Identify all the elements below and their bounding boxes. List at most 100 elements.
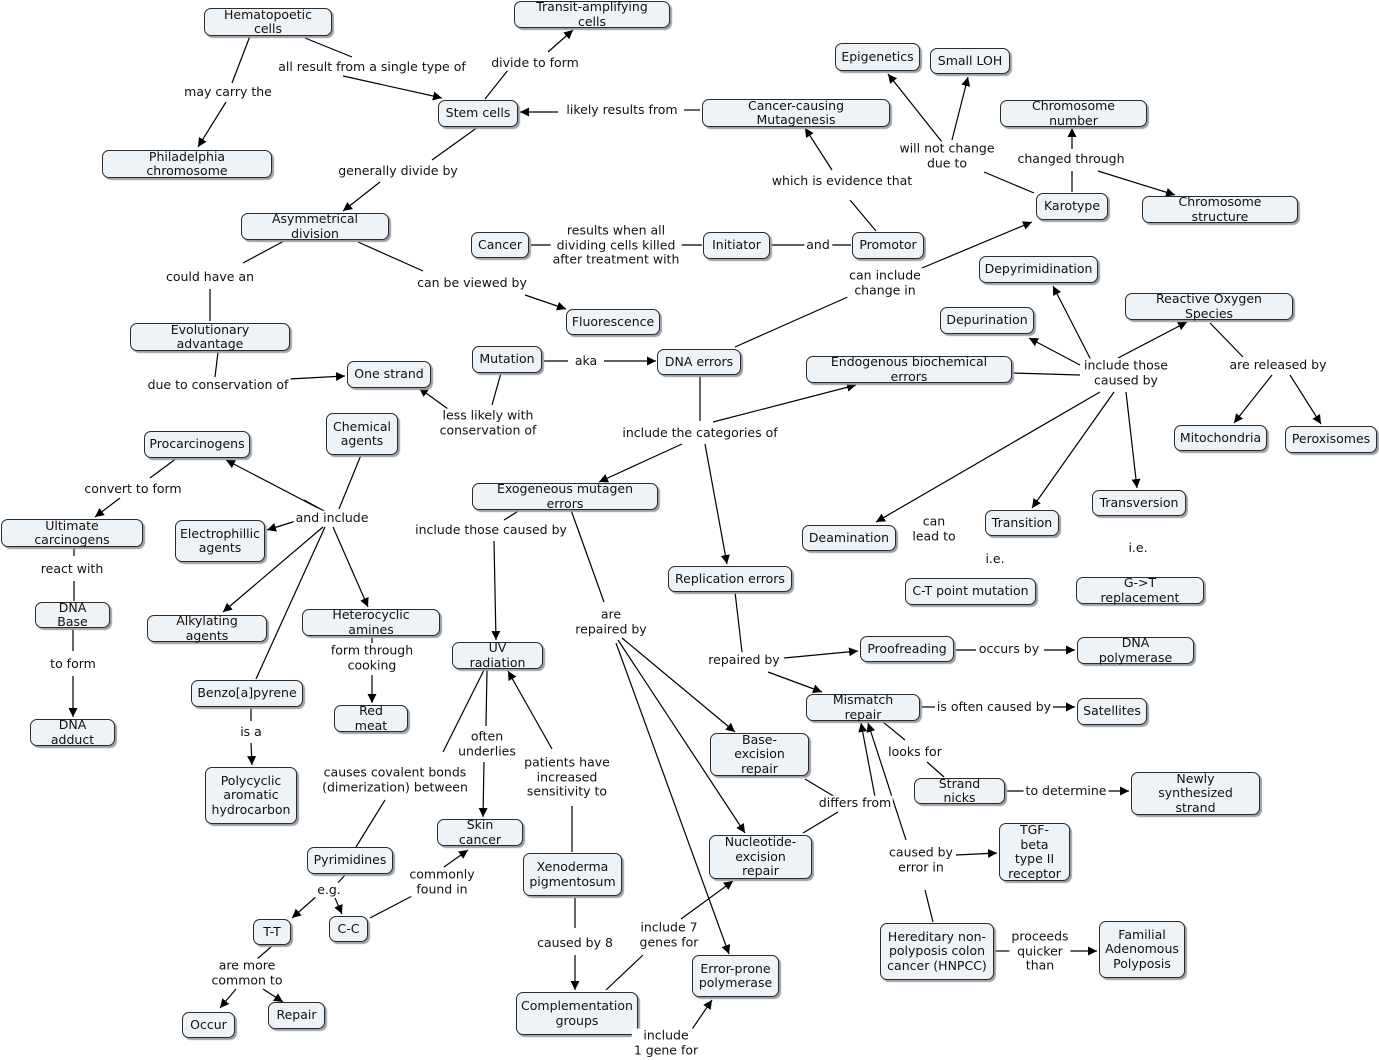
node-small-loh[interactable]: Small LOH	[930, 48, 1010, 74]
node-mitochondria[interactable]: Mitochondria	[1174, 425, 1267, 451]
node-stem-cells[interactable]: Stem cells	[438, 100, 518, 127]
link-include-1-gene: include 1 gene for	[631, 1027, 701, 1058]
node-strand-nicks[interactable]: Strand nicks	[914, 776, 1005, 805]
node-benzo-a-pyrene[interactable]: Benzo[a]pyrene	[191, 680, 303, 707]
node-tt[interactable]: T-T	[253, 919, 291, 945]
node-hematopoetic-cells[interactable]: Hematopoetic cells	[204, 7, 332, 36]
link-proceeds-quicker: proceeds quicker than	[1009, 928, 1071, 973]
node-complementation-groups[interactable]: Complementation groups	[516, 992, 638, 1035]
link-commonly-found-in: commonly found in	[407, 866, 477, 897]
node-depyrimidination[interactable]: Depyrimidination	[979, 256, 1098, 283]
connector-line	[1031, 391, 1115, 509]
connector-line	[1289, 374, 1322, 425]
connector-line	[605, 954, 644, 991]
connector-line	[357, 241, 424, 272]
node-repair[interactable]: Repair	[268, 1002, 325, 1029]
node-xeroderma-pigmentosum[interactable]: Xenoderma pigmentosum	[523, 853, 622, 896]
node-uv-radiation[interactable]: UV radiation	[452, 640, 543, 669]
node-fluorescence[interactable]: Fluorescence	[566, 309, 660, 335]
connector-line	[767, 671, 823, 694]
node-tgf-beta-receptor[interactable]: TGF-beta type II receptor	[999, 822, 1070, 881]
node-base-excision-repair[interactable]: Base-excision repair	[710, 732, 809, 776]
connector-line	[262, 988, 284, 1003]
node-ct-point-mutation[interactable]: C-T point mutation	[905, 578, 1036, 605]
link-could-have-an: could have an	[163, 268, 257, 285]
connector-line	[507, 670, 553, 750]
node-exogeneous-mutagen-errors[interactable]: Exogeneous mutagen errors	[472, 481, 658, 510]
node-mutation[interactable]: Mutation	[472, 346, 542, 373]
node-chromosome-structure[interactable]: Chromosome structure	[1142, 194, 1298, 223]
link-is-a: is a	[238, 723, 264, 740]
link-is-often-caused-by: is often caused by	[934, 698, 1054, 715]
link-generally-divide-by: generally divide by	[336, 162, 460, 179]
node-philadelphia-chromosome[interactable]: Philadelphia chromosome	[102, 149, 272, 178]
node-heterocyclic-amines[interactable]: Heterocyclic amines	[302, 607, 440, 636]
connector-line	[247, 742, 257, 766]
node-replication-errors[interactable]: Replication errors	[668, 566, 792, 592]
node-cancer-causing-mutagenesis[interactable]: Cancer-causing Mutagenesis	[702, 98, 890, 127]
node-one-strand[interactable]: One strand	[347, 361, 431, 388]
connector-line	[887, 73, 943, 143]
node-dna-adduct[interactable]: DNA adduct	[30, 717, 115, 746]
node-cc[interactable]: C-C	[329, 916, 368, 942]
node-epigenetics[interactable]: Epigenetics	[835, 43, 920, 71]
node-ultimate-carcinogens[interactable]: Ultimate carcinogens	[1, 518, 143, 547]
node-karotype[interactable]: Karotype	[1036, 193, 1108, 220]
node-newly-synthesized-strand[interactable]: Newly synthesized strand	[1131, 771, 1260, 815]
connector-line	[291, 894, 319, 919]
node-initiator[interactable]: Initiator	[703, 232, 770, 259]
node-proofreading[interactable]: Proofreading	[860, 636, 954, 662]
connector-line	[951, 76, 971, 141]
node-endogenous-biochemical-errors[interactable]: Endogenous biochemical errors	[806, 354, 1012, 383]
connector-line	[1052, 285, 1093, 363]
node-skin-cancer[interactable]: Skin cancer	[437, 817, 523, 846]
node-satellites[interactable]: Satellites	[1077, 698, 1147, 725]
connector-line	[712, 382, 857, 423]
node-gt-replacement[interactable]: G->T replacement	[1076, 575, 1204, 604]
node-dna-polymerase[interactable]: DNA polymerase	[1077, 635, 1194, 664]
node-dna-errors[interactable]: DNA errors	[657, 349, 741, 375]
node-asymmetrical-division[interactable]: Asymmetrical division	[241, 211, 389, 240]
node-electrophillic-agents[interactable]: Electrophillic agents	[175, 520, 265, 562]
connector-line	[875, 391, 1101, 523]
link-are-repaired-by: are repaired by	[573, 606, 649, 637]
node-hnpcc[interactable]: Hereditary non- polyposis colon cancer (…	[880, 923, 994, 980]
node-nucleotide-excision-repair[interactable]: Nucleotide- excision repair	[709, 835, 812, 879]
connector-line	[266, 520, 297, 532]
connector-line	[924, 889, 934, 923]
link-are-more-common: are more common to	[209, 957, 285, 988]
link-due-to-conservation: due to conservation of	[145, 376, 291, 393]
connector-line	[418, 387, 449, 410]
connector-line	[1233, 374, 1273, 424]
node-familial-adenomous-polyposis[interactable]: Familial Adenomous Polyposis	[1099, 921, 1185, 978]
node-transit-amplifying-cells[interactable]: Transit-amplifying cells	[514, 0, 670, 28]
node-occur[interactable]: Occur	[182, 1012, 235, 1038]
node-alkylating-agents[interactable]: Alkylating agents	[147, 613, 267, 642]
node-cancer[interactable]: Cancer	[471, 232, 529, 258]
node-red-meat[interactable]: Red meat	[334, 703, 408, 732]
node-pyrimidines[interactable]: Pyrimidines	[307, 847, 393, 874]
node-peroxisomes[interactable]: Peroxisomes	[1285, 426, 1377, 453]
node-depurination[interactable]: Depurination	[940, 307, 1034, 334]
node-deamination[interactable]: Deamination	[802, 525, 896, 551]
link-can-be-viewed-by: can be viewed by	[415, 274, 529, 291]
node-chemical-agents[interactable]: Chemical agents	[326, 413, 398, 455]
link-to-form: to form	[48, 655, 98, 672]
node-error-prone-polymerase[interactable]: Error-prone polymerase	[692, 955, 779, 997]
connector-line	[1028, 337, 1081, 366]
node-procarcinogens[interactable]: Procarcinogens	[144, 431, 250, 458]
node-polycyclic-aromatic-hydrocarbon[interactable]: Polycyclic aromatic hydrocarbon	[205, 767, 297, 824]
link-aka: aka	[572, 352, 600, 369]
connector-line	[734, 295, 851, 348]
node-mismatch-repair[interactable]: Mismatch repair	[806, 692, 920, 721]
node-transition[interactable]: Transition	[985, 510, 1059, 536]
node-promotor[interactable]: Promotor	[852, 232, 924, 259]
node-transversion[interactable]: Transversion	[1092, 490, 1186, 516]
connector-line	[304, 37, 353, 58]
connector-line	[1117, 321, 1188, 359]
node-reactive-oxygen-species[interactable]: Reactive Oxygen Species	[1125, 291, 1293, 320]
connector-line	[222, 526, 324, 613]
node-chromosome-number[interactable]: Chromosome number	[1000, 98, 1147, 127]
node-evolutionary-advantage[interactable]: Evolutionary advantage	[130, 322, 290, 351]
node-dna-base[interactable]: DNA Base	[35, 600, 110, 629]
